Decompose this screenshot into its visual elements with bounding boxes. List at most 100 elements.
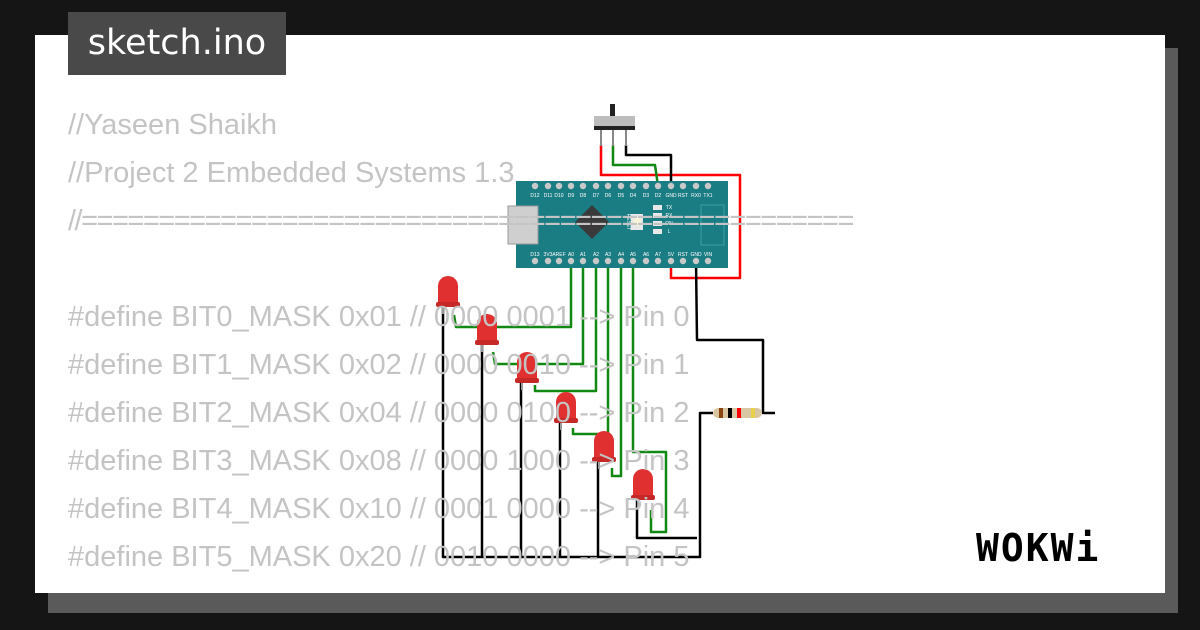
code-line: //Yaseen Shaikh (68, 109, 278, 141)
pin-label: 5V (668, 252, 675, 258)
pin-label: A0 (568, 252, 574, 258)
pin-top (592, 182, 600, 190)
pin-top (531, 182, 539, 190)
pin-bottom (692, 257, 700, 265)
status-led (653, 221, 662, 226)
pin-label: A6 (643, 252, 649, 258)
resistor (713, 408, 762, 418)
wire (491, 261, 585, 366)
code-line: #define BIT2_MASK 0x04 // 0000 0100 --> … (68, 397, 690, 429)
led-label: ON (665, 221, 673, 227)
pin-label: AREF (552, 252, 565, 258)
led-red (554, 392, 578, 430)
pin-bottom (567, 257, 575, 265)
pin-label: D5 (618, 193, 625, 199)
pin-top (654, 182, 662, 190)
wire (452, 261, 573, 329)
pin-top (642, 182, 650, 190)
pin-label: A5 (630, 252, 636, 258)
pin-label: A2 (593, 252, 599, 258)
pin-bottom (604, 257, 612, 265)
pin-bottom (555, 257, 563, 265)
pin-top (617, 182, 625, 190)
icsp-header (700, 204, 725, 246)
wire (610, 261, 623, 478)
led-label: L (668, 229, 671, 235)
led-red (436, 276, 460, 314)
pin-bottom (654, 257, 662, 265)
led-red (592, 431, 616, 469)
code-line: #define BIT4_MASK 0x10 // 0001 0000 --> … (68, 493, 690, 525)
led-rim (475, 340, 499, 345)
pin-label: GND (665, 193, 677, 199)
pin-top (604, 182, 612, 190)
led-body (438, 276, 458, 306)
resistor-band (751, 408, 755, 418)
wire (611, 145, 660, 187)
pin-bottom (642, 257, 650, 265)
pin-bottom (629, 257, 637, 265)
pin-label: D4 (630, 193, 637, 199)
resistor-band (719, 408, 723, 418)
led-rim (515, 378, 539, 383)
pin-top (567, 182, 575, 190)
board-body (516, 181, 728, 268)
code-line: #define BIT0_MASK 0x01 // 0000 0001 --> … (68, 301, 690, 333)
switch-base (594, 126, 635, 130)
code-line: //Project 2 Embedded Systems 1.3 (68, 157, 515, 189)
wire (694, 260, 775, 415)
switch-body (594, 116, 635, 126)
pin-label: D7 (593, 193, 600, 199)
code-line: #define BIT1_MASK 0x02 // 0000 0010 --> … (68, 349, 690, 381)
pin-label: 3V3 (544, 252, 553, 258)
pin-top (544, 182, 552, 190)
pin-label: RX0 (691, 193, 701, 199)
status-led (653, 213, 662, 218)
pin-bottom (592, 257, 600, 265)
wire (631, 261, 668, 534)
pin-bottom (667, 257, 675, 265)
pin-label: TX1 (703, 193, 712, 199)
pin-label: D3 (643, 193, 650, 199)
led-rim (631, 495, 655, 500)
wire (635, 495, 697, 540)
pin-label: A7 (655, 252, 661, 258)
pin-bottom (579, 257, 587, 265)
pin-label: GND (690, 252, 702, 258)
led-body (594, 431, 614, 461)
wire (533, 261, 598, 393)
pin-label: D8 (580, 193, 587, 199)
status-led (653, 205, 662, 210)
switch-handle (610, 104, 615, 116)
pin-label: D11 (544, 193, 553, 199)
resistor-band (737, 408, 741, 418)
pin-top (579, 182, 587, 190)
pin-bottom (704, 257, 712, 265)
wokwi-logo: WOKWi (976, 526, 1101, 570)
pin-bottom (531, 257, 539, 265)
code-line: //======================================… (68, 205, 854, 237)
pin-top (692, 182, 700, 190)
code-line: #define BIT5_MASK 0x20 // 0010 0000 --> … (68, 541, 690, 573)
pin-label: D13 (530, 252, 539, 258)
led-red (475, 314, 499, 352)
pin-label: D9 (568, 193, 575, 199)
sketch-title: sketch.ino (68, 12, 286, 75)
code-line: #define BIT3_MASK 0x08 // 0000 1000 --> … (68, 445, 690, 477)
pin-label: VIN (704, 252, 713, 258)
led-label: TX (666, 205, 673, 211)
led-body (633, 469, 653, 499)
pin-top (555, 182, 563, 190)
resistor-band (728, 408, 732, 418)
pin-label: A1 (580, 252, 586, 258)
wire (599, 145, 742, 280)
reset-button-cap (633, 218, 641, 226)
led-label: RX (666, 213, 674, 219)
pin-bottom (617, 257, 625, 265)
pin-label: D12 (530, 193, 539, 199)
pin-bottom (544, 257, 552, 265)
led-rim (592, 457, 616, 462)
chip-icon (575, 205, 609, 239)
led-body (477, 314, 497, 344)
